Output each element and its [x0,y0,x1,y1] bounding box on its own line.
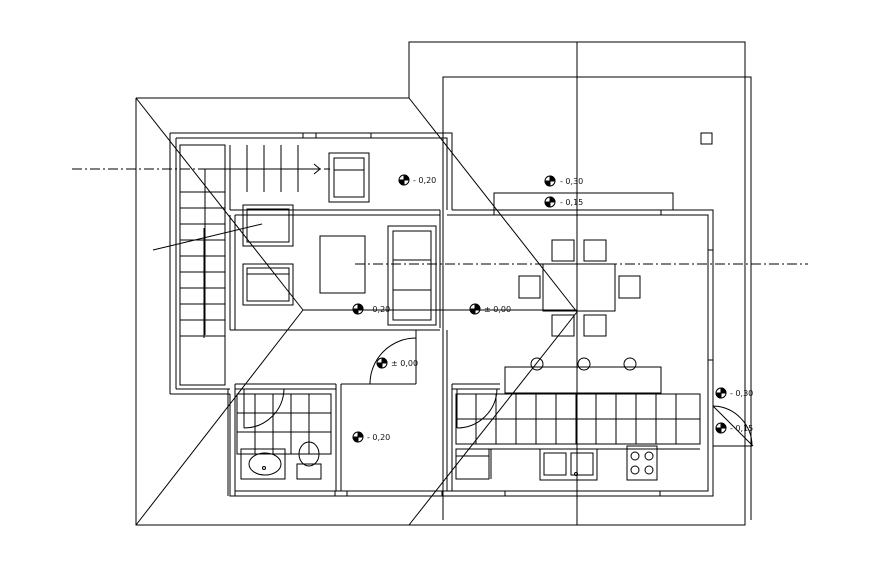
level-symbol-icon [353,304,363,314]
level-label-stair-hall: - 0,20 [413,176,436,185]
armchair [329,153,369,202]
level-label-terrace-top: - 0,30 [560,177,583,186]
level-symbol-icon [470,304,480,314]
kitchen-island [505,358,661,393]
level-symbol-icon [353,432,363,442]
tiled-floor [237,394,700,454]
kitchen-counter [456,444,700,480]
living-furniture [243,205,436,325]
staircase [180,145,320,385]
exterior-walls [170,133,713,496]
level-symbol-icon [377,358,387,368]
level-symbol-icon [545,197,555,207]
level-label-step-right: - 0,15 [730,424,753,433]
level-symbol-icon [716,423,726,433]
level-label-terrace-right: - 0,30 [730,389,753,398]
bathroom-fixtures [241,442,321,479]
level-label-dining: ± 0,00 [484,305,511,314]
doors [244,338,753,446]
level-label-entry-door: ± 0,00 [391,359,418,368]
dining-set [519,240,640,336]
level-symbol-icon [545,176,555,186]
level-symbol-icon [399,175,409,185]
level-label-living: - 0,20 [367,305,390,314]
level-symbols [353,175,726,442]
level-label-step-top: - 0,15 [560,198,583,207]
level-label-entry-hall: - 0,20 [367,433,390,442]
level-labels: - 0,20 - 0,20 ± 0,00 ± 0,00 - 0,20 - 0,3… [367,176,753,442]
section-cut-line [153,224,262,250]
level-symbol-icon [716,388,726,398]
